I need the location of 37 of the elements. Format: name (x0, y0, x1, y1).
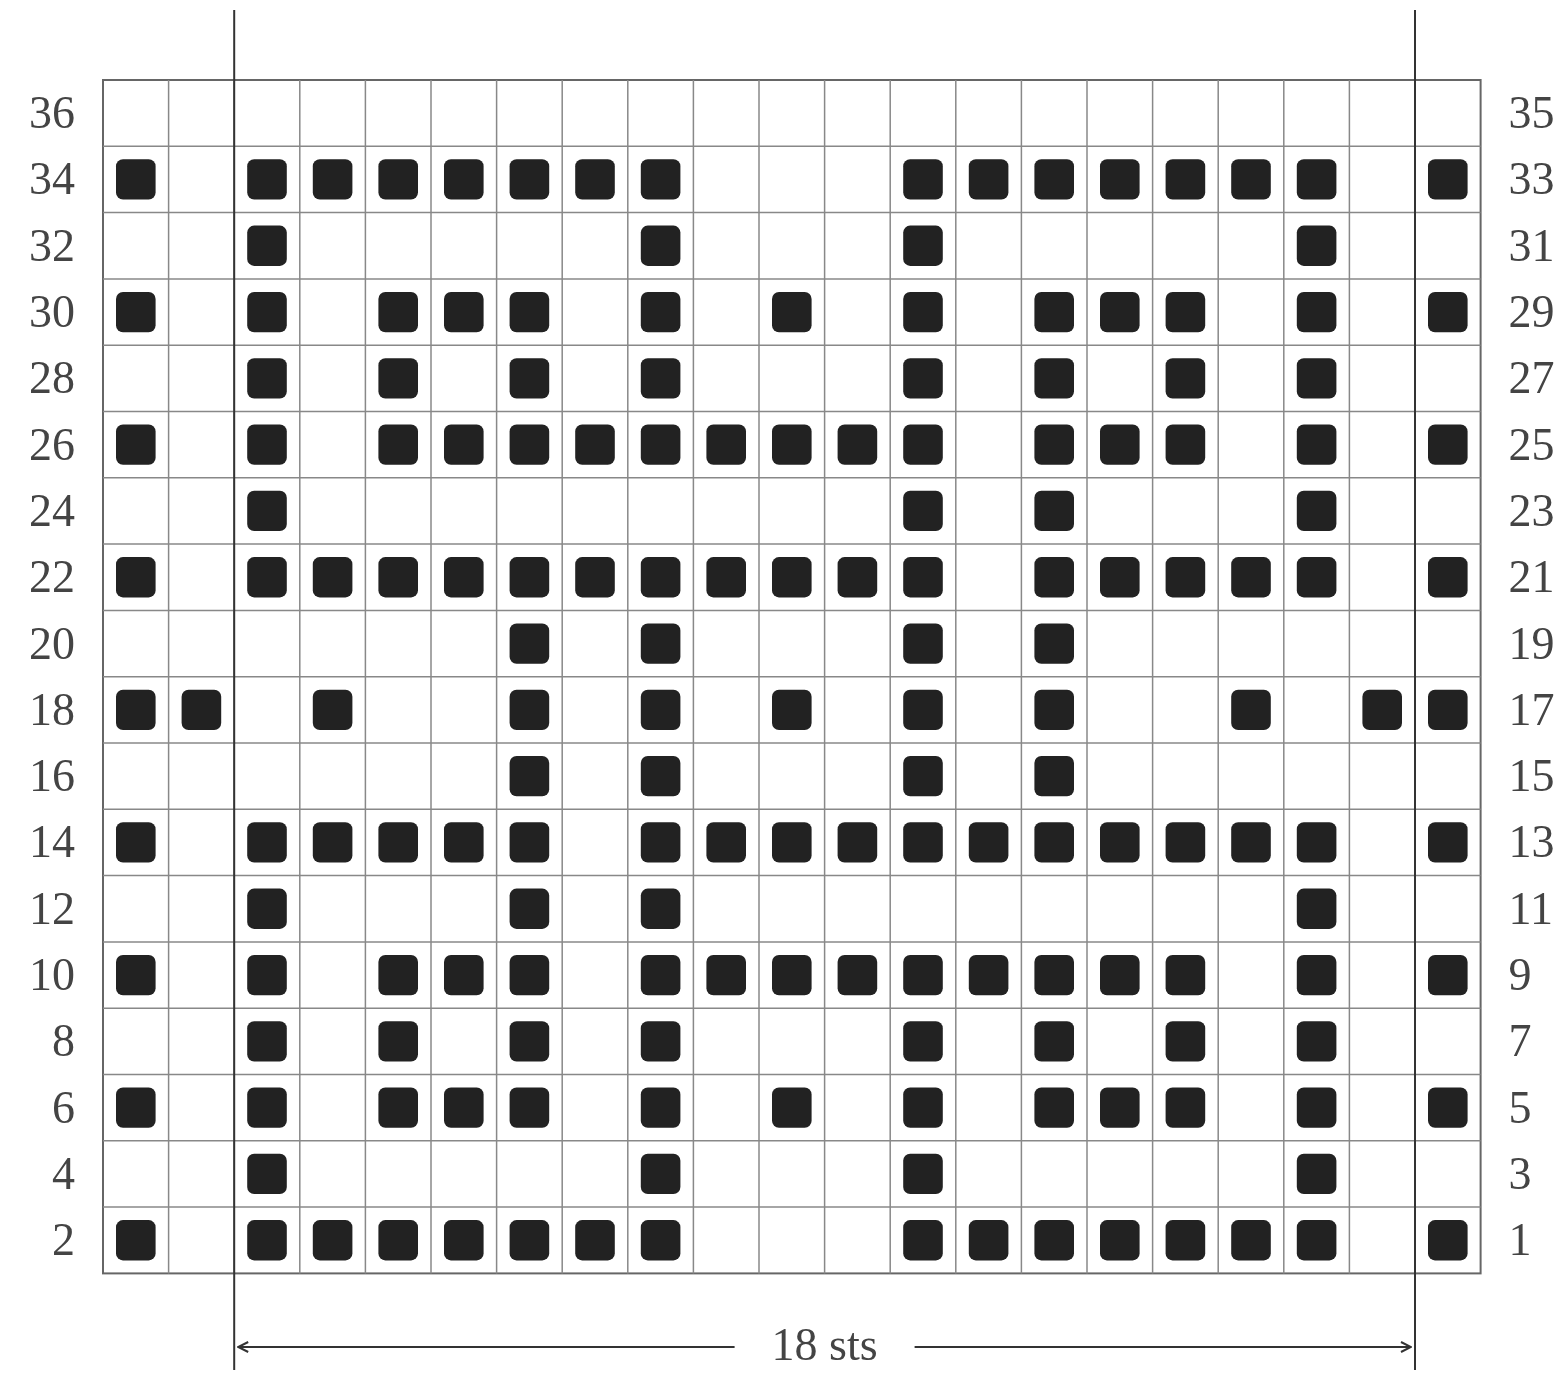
row-number: 33 (1508, 156, 1555, 203)
row-number: 19 (1508, 620, 1555, 667)
row-number: 14 (29, 819, 75, 866)
row-number: 7 (1508, 1018, 1532, 1065)
row-number: 6 (52, 1084, 75, 1131)
row-number: 31 (1508, 222, 1555, 269)
row-number: 13 (1508, 819, 1555, 866)
row-number: 25 (1508, 421, 1555, 468)
row-number: 29 (1508, 289, 1555, 336)
row-number: 22 (29, 554, 75, 601)
row-number: 34 (29, 156, 75, 203)
row-number: 8 (52, 1018, 75, 1065)
row-number: 32 (29, 222, 75, 269)
row-number: 12 (29, 885, 75, 932)
row-number: 26 (29, 421, 75, 468)
row-number: 28 (29, 355, 75, 402)
row-number: 11 (1508, 885, 1553, 932)
row-number: 18 (29, 686, 75, 733)
row-number: 24 (29, 487, 75, 534)
row-number: 30 (29, 289, 75, 336)
row-number: 1 (1508, 1217, 1532, 1264)
row-number: 20 (29, 620, 75, 667)
row-number: 27 (1508, 355, 1555, 402)
row-number: 3 (1508, 1150, 1532, 1197)
row-number: 16 (29, 753, 75, 800)
row-number: 35 (1508, 90, 1555, 137)
row-number: 15 (1508, 753, 1555, 800)
row-number: 23 (1508, 487, 1555, 534)
row-number: 9 (1508, 952, 1532, 999)
row-number: 17 (1508, 686, 1555, 733)
row-number: 5 (1508, 1084, 1532, 1131)
row-number: 4 (52, 1150, 75, 1197)
row-number: 2 (52, 1217, 75, 1264)
row-number: 10 (29, 952, 75, 999)
row-number: 36 (29, 90, 75, 137)
stitch-count-label: 18 sts (771, 1322, 878, 1368)
row-number: 21 (1508, 554, 1555, 601)
